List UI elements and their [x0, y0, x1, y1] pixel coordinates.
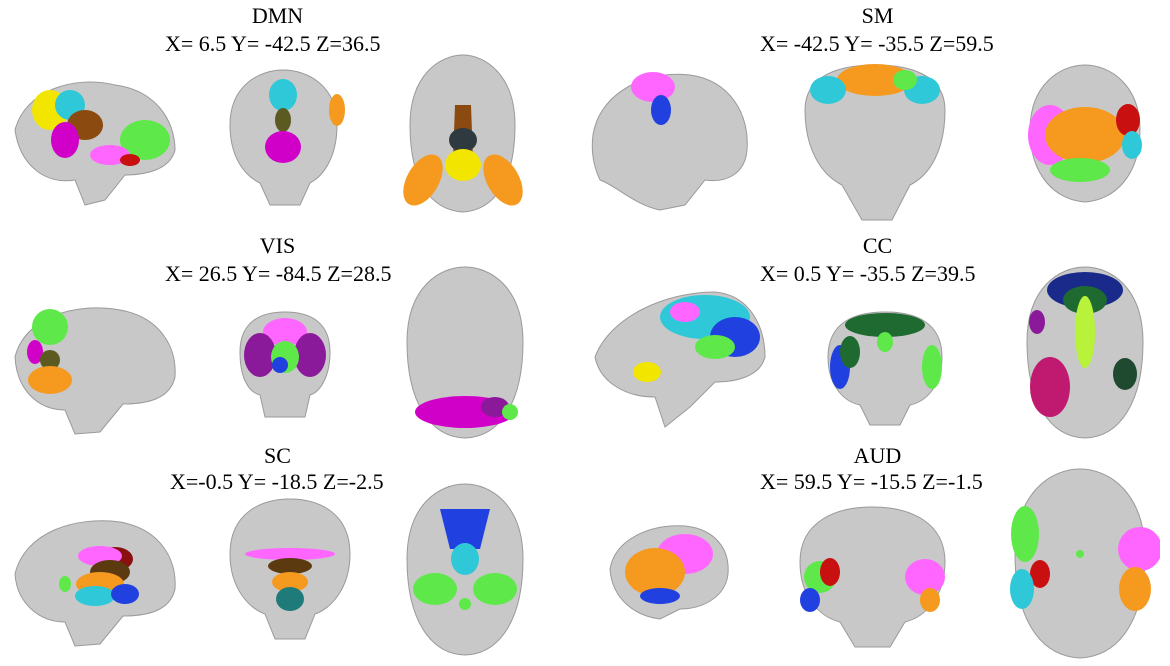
brain-coronal-vis [239, 311, 331, 418]
panel-cc: CC X= 0.5 Y= -35.5 Z=39.5 [585, 222, 1170, 444]
coords-vis: X= 26.5 Y= -84.5 Z=28.5 [165, 261, 392, 286]
brain-axial-sm [1028, 64, 1142, 203]
coords-sm: X= -42.5 Y= -35.5 Z=59.5 [760, 31, 994, 56]
brain-coronal-aud [799, 506, 946, 648]
brain-axial-sc [406, 483, 524, 656]
brain-sagittal-cc [594, 291, 766, 428]
panel-title-cc: CC [862, 233, 893, 258]
brain-sagittal-sc [14, 520, 176, 647]
panel-title-vis: VIS [259, 233, 296, 258]
brain-coronal-sc [229, 498, 351, 640]
brain-axial-vis [406, 266, 524, 439]
brain-sagittal-dmn [14, 81, 176, 206]
coords-dmn: X= 6.5 Y= -42.5 Z=36.5 [165, 31, 381, 56]
brain-sagittal-aud [609, 525, 729, 620]
panel-sm: SM X= -42.5 Y= -35.5 Z=59.5 [585, 0, 1170, 222]
brain-coronal-sm [804, 64, 946, 221]
brain-sagittal-vis [14, 307, 176, 435]
brain-coronal-dmn [229, 69, 345, 206]
brain-coronal-cc [827, 311, 943, 426]
panel-title-aud: AUD [853, 443, 902, 468]
coords-aud: X= 59.5 Y= -15.5 Z=-1.5 [760, 469, 983, 494]
panel-title-dmn: DMN [251, 3, 304, 28]
brain-axial-dmn [403, 54, 523, 213]
brain-sagittal-sm [591, 72, 748, 211]
brain-axial-aud [1010, 468, 1160, 659]
coords-sc: X=-0.5 Y= -18.5 Z=-2.5 [170, 469, 384, 494]
panel-sc: SC X=-0.5 Y= -18.5 Z=-2.5 [0, 444, 585, 666]
panel-aud: AUD X= 59.5 Y= -15.5 Z=-1.5 [585, 444, 1170, 666]
panel-title-sc: SC [264, 443, 291, 468]
coords-cc: X= 0.5 Y= -35.5 Z=39.5 [760, 261, 976, 286]
panel-dmn: DMN X= 6.5 Y= -42.5 Z=36.5 [0, 0, 585, 222]
panel-title-sm: SM [861, 3, 894, 28]
panel-vis: VIS X= 26.5 Y= -84.5 Z=28.5 [0, 222, 585, 444]
brain-axial-cc [1026, 266, 1144, 439]
